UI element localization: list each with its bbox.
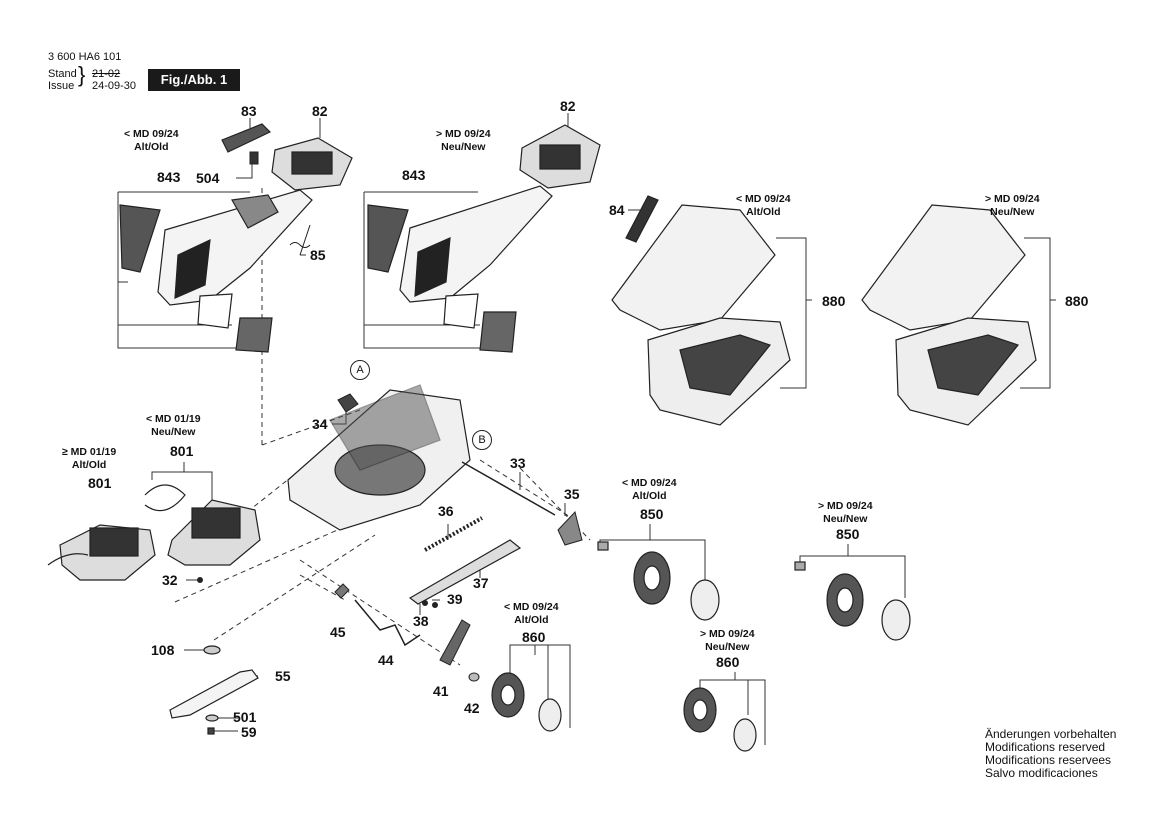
- callout-843-right: 843: [402, 167, 426, 183]
- callout-82-right: 82: [560, 98, 576, 114]
- callout-38: 38: [413, 613, 429, 629]
- callout-82-left: 82: [312, 103, 328, 119]
- bracket-880-left: [776, 237, 812, 389]
- figure-label: Fig./Abb. 1: [148, 69, 240, 91]
- callout-801-old: 801: [88, 475, 112, 491]
- reference-circle-a: A: [350, 360, 370, 380]
- callout-39: 39: [447, 591, 463, 607]
- wheel-860-new: [683, 687, 757, 752]
- callout-880-left: 880: [822, 293, 846, 309]
- callout-44: 44: [378, 652, 394, 668]
- spring-85: [289, 224, 311, 256]
- callout-35: 35: [564, 486, 580, 502]
- callout-85: 85: [310, 247, 326, 263]
- wheel-850-new: [794, 561, 911, 641]
- callout-860-new: 860: [716, 654, 740, 670]
- new-date: 24-09-30: [92, 80, 137, 92]
- lever-41: [439, 619, 471, 666]
- bracket-35: [557, 510, 583, 546]
- axle-33: [461, 461, 556, 516]
- switch-box-82-right: [519, 124, 601, 189]
- stand-label: Stand: [48, 68, 77, 80]
- callout-850-new: 850: [836, 526, 860, 542]
- bracket-843-left: [117, 191, 262, 349]
- switch-box-82-left: [271, 137, 353, 191]
- callout-42: 42: [464, 700, 480, 716]
- blade-55: [169, 645, 259, 735]
- motor-801-old: [47, 524, 156, 581]
- callout-36: 36: [438, 503, 454, 519]
- screw-32: [197, 577, 203, 583]
- cover-843-new: [367, 185, 553, 353]
- note-line: Modifications reserved: [985, 740, 1106, 754]
- mower-deck: [287, 384, 471, 531]
- callout-501: 501: [233, 709, 257, 725]
- wheel-850-old: [597, 541, 720, 621]
- clip-45: [334, 583, 350, 599]
- grass-box-880-right: [861, 204, 1037, 426]
- callout-801-new: 801: [170, 443, 194, 459]
- old-date: 21-02: [92, 68, 121, 80]
- callout-850-old: 850: [640, 506, 664, 522]
- callout-108: 108: [151, 642, 175, 658]
- screw-504: [249, 151, 259, 165]
- callout-33: 33: [510, 455, 526, 471]
- callout-45: 45: [330, 624, 346, 640]
- callout-504: 504: [196, 170, 220, 186]
- part-42: [468, 672, 480, 682]
- callout-41: 41: [433, 683, 449, 699]
- cover-843-old: [119, 189, 313, 353]
- motor-801-new: [144, 484, 261, 566]
- grass-box-880-left: [611, 195, 791, 426]
- wheel-860-old: [491, 672, 562, 732]
- callout-32: 32: [162, 572, 178, 588]
- brace-icon: }: [78, 62, 86, 87]
- callout-83: 83: [241, 103, 257, 119]
- lever-37: [408, 539, 522, 605]
- callout-34: 34: [312, 416, 328, 432]
- callout-59: 59: [241, 724, 257, 740]
- document-number: 3 600 HA6 101: [48, 51, 122, 63]
- callout-84: 84: [609, 202, 625, 218]
- callout-860-old: 860: [522, 629, 546, 645]
- screws-38-39: [422, 600, 438, 608]
- callout-843-left: 843: [157, 169, 181, 185]
- callout-37: 37: [473, 575, 489, 591]
- spring-36: [424, 516, 483, 552]
- handle-grip-83: [221, 123, 272, 153]
- callout-55: 55: [275, 668, 291, 684]
- note-line: Modifications reservees: [985, 753, 1112, 767]
- modification-notes: Änderungen vorbehalten Modifications res…: [985, 728, 1116, 780]
- issue-label: Issue: [48, 80, 75, 92]
- note-line: Änderungen vorbehalten: [985, 727, 1117, 741]
- callout-880-right: 880: [1065, 293, 1089, 309]
- reference-circle-b: B: [472, 430, 492, 450]
- rod-44: [354, 599, 421, 647]
- knob-34: [337, 393, 359, 413]
- note-line: Salvo modificaciones: [985, 766, 1098, 780]
- bracket-880-right: [1020, 237, 1056, 389]
